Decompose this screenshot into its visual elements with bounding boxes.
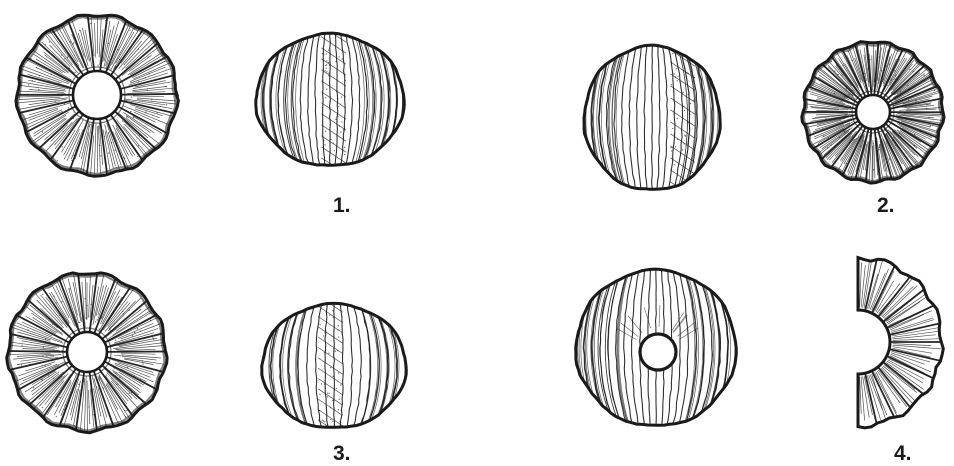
figure-4: 4. — [574, 255, 945, 465]
figure-3-label: 3. — [333, 442, 351, 465]
bead-4-half-fragment — [856, 255, 945, 430]
bead-2-side-view — [582, 43, 722, 191]
figure-2-label: 2. — [877, 194, 895, 217]
bead-3-top-view — [5, 271, 169, 435]
bead-1-side-view — [254, 31, 406, 167]
figure-4-label: 4. — [894, 442, 912, 465]
bead-3-side-view — [260, 301, 408, 429]
bead-1-top-view — [14, 13, 180, 178]
figure-2: 2. — [582, 40, 946, 217]
figure-1: 1. — [14, 13, 406, 217]
bead-2-top-view — [800, 40, 946, 185]
bead-4-perforated-view — [574, 267, 738, 427]
figure-3: 3. — [5, 271, 408, 465]
figure-1-label: 1. — [333, 194, 351, 217]
